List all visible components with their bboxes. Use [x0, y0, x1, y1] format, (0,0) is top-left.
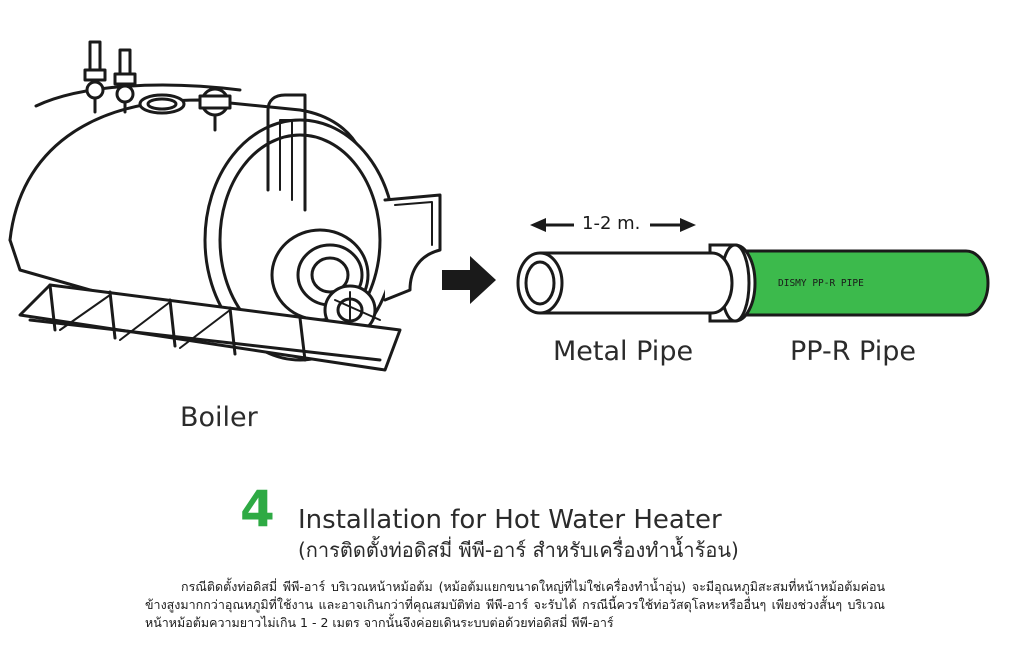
- dimension-label: 1-2 m.: [582, 213, 641, 234]
- metal-pipe: [540, 251, 734, 315]
- metal-pipe-label: Metal Pipe: [553, 336, 694, 367]
- step-number: 4: [240, 480, 275, 538]
- description-paragraph: กรณีติดตั้งท่อดิสมี่ พีพี-อาร์ บริเวณหน้…: [145, 579, 885, 630]
- gauge: [138, 93, 186, 115]
- ppr-pipe-label: PP-R Pipe: [790, 336, 916, 367]
- boiler-label: Boiler: [180, 402, 258, 433]
- valve-2: [113, 48, 137, 114]
- section-title: Installation for Hot Water Heater: [298, 505, 722, 535]
- ppr-pipe: [733, 249, 990, 317]
- pipes-illustration: DISMY PP-R PIPE: [516, 218, 990, 323]
- boiler-hood: [383, 193, 442, 302]
- valve-3: [198, 87, 232, 132]
- boiler-illustration: [8, 40, 442, 372]
- valve-1: [83, 40, 107, 114]
- ppr-pipe-print: DISMY PP-R PIPE: [778, 278, 864, 289]
- transition-arrow-icon: [442, 256, 496, 304]
- section-subtitle: (การติดตั้งท่อดิสมี่ พีพี-อาร์ สำหรับเคร…: [298, 538, 739, 562]
- dimension-arrow-icon: [530, 218, 696, 232]
- boiler-frame: [266, 93, 307, 212]
